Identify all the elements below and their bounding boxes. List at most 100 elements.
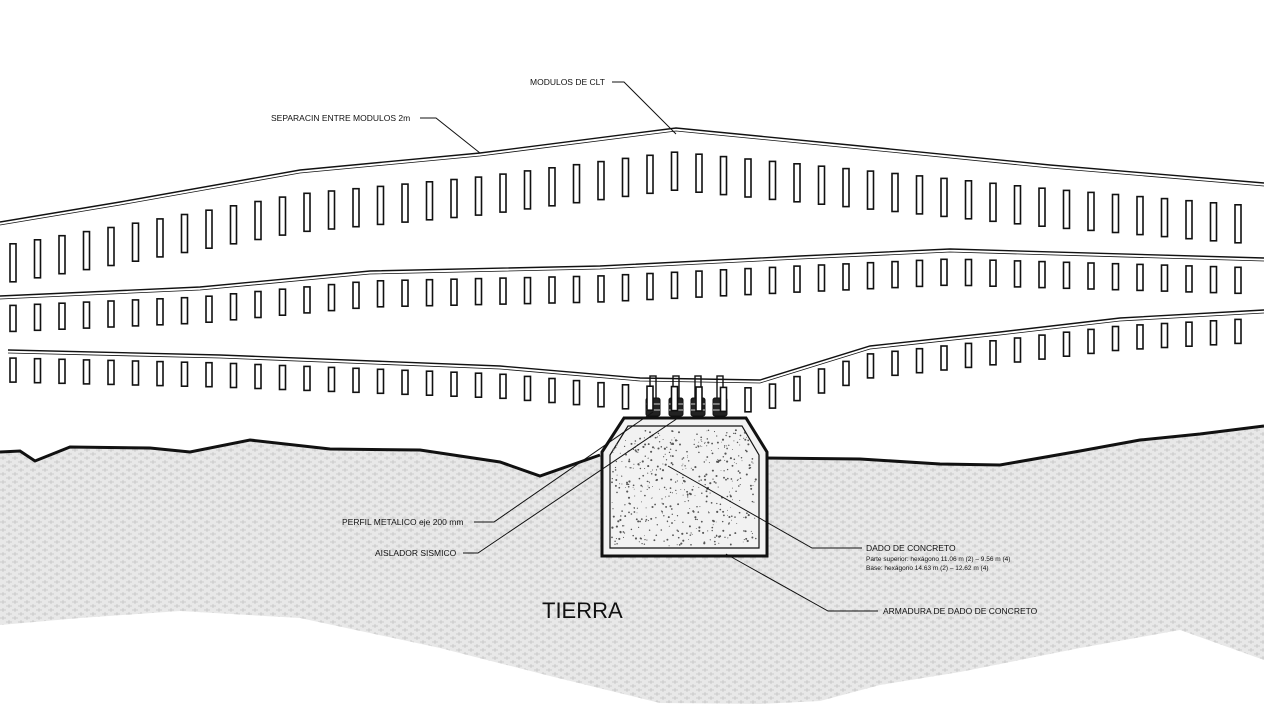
concrete-aggregate bbox=[693, 443, 695, 446]
concrete-aggregate bbox=[695, 528, 697, 530]
concrete-aggregate bbox=[665, 505, 668, 508]
concrete-aggregate bbox=[716, 441, 719, 444]
concrete-aggregate bbox=[648, 482, 650, 484]
clt-module bbox=[915, 259, 924, 288]
clt-module bbox=[58, 358, 66, 385]
concrete-aggregate bbox=[641, 460, 644, 463]
clt-module bbox=[572, 379, 581, 406]
concrete-aggregate bbox=[669, 448, 672, 450]
concrete-aggregate bbox=[687, 460, 690, 462]
concrete-aggregate bbox=[719, 459, 722, 462]
concrete-aggregate bbox=[660, 446, 663, 448]
concrete-aggregate bbox=[752, 462, 754, 464]
clt-module bbox=[33, 239, 42, 279]
clt-module bbox=[450, 278, 458, 307]
concrete-aggregate bbox=[751, 458, 754, 460]
concrete-aggregate bbox=[691, 488, 694, 491]
clt-module bbox=[1087, 328, 1095, 355]
concrete-aggregate bbox=[645, 507, 647, 509]
concrete-aggregate bbox=[729, 543, 732, 546]
concrete-aggregate bbox=[644, 443, 647, 446]
clt-module bbox=[548, 377, 556, 404]
concrete-aggregate bbox=[671, 513, 673, 515]
clt-module bbox=[1087, 191, 1095, 232]
concrete-aggregate bbox=[732, 499, 733, 501]
clt-module bbox=[646, 385, 654, 412]
concrete-aggregate bbox=[698, 486, 700, 488]
clt-top-edge bbox=[0, 248, 1264, 297]
concrete-aggregate bbox=[644, 535, 645, 537]
concrete-aggregate bbox=[675, 449, 677, 452]
concrete-aggregate bbox=[705, 495, 708, 498]
concrete-aggregate bbox=[660, 510, 662, 512]
concrete-aggregate bbox=[661, 510, 663, 513]
clt-module bbox=[33, 303, 42, 332]
concrete-aggregate bbox=[662, 456, 665, 458]
clt-module bbox=[597, 381, 605, 408]
concrete-aggregate bbox=[649, 431, 651, 434]
concrete-aggregate bbox=[752, 485, 754, 486]
concrete-aggregate bbox=[706, 430, 708, 432]
concrete-aggregate bbox=[619, 530, 622, 534]
concrete-aggregate bbox=[753, 501, 755, 503]
soil-fill bbox=[0, 426, 1264, 704]
concrete-aggregate bbox=[695, 446, 697, 448]
concrete-aggregate bbox=[698, 475, 701, 478]
concrete-aggregate bbox=[729, 491, 730, 493]
clt-module bbox=[646, 154, 654, 195]
clt-module bbox=[719, 268, 728, 297]
clt-module bbox=[523, 375, 532, 402]
clt-module bbox=[303, 192, 311, 233]
concrete-aggregate bbox=[682, 482, 683, 484]
clt-module bbox=[499, 277, 507, 305]
concrete-aggregate bbox=[746, 512, 748, 515]
concrete-aggregate bbox=[619, 518, 622, 522]
clt-module bbox=[474, 176, 483, 216]
concrete-aggregate bbox=[612, 452, 614, 453]
concrete-aggregate bbox=[618, 486, 621, 489]
leader-lines bbox=[420, 81, 878, 612]
concrete-aggregate bbox=[711, 452, 714, 455]
clt-module bbox=[793, 375, 801, 402]
concrete-aggregate bbox=[611, 481, 613, 484]
concrete-aggregate bbox=[651, 469, 654, 471]
concrete-aggregate bbox=[674, 481, 677, 483]
concrete-aggregate bbox=[638, 526, 640, 529]
concrete-aggregate bbox=[665, 459, 668, 461]
concrete-aggregate bbox=[676, 480, 678, 482]
concrete-aggregate bbox=[717, 460, 718, 462]
clt-module-rows bbox=[0, 127, 1264, 413]
clt-module bbox=[1136, 263, 1144, 292]
concrete-aggregate bbox=[644, 494, 646, 497]
concrete-aggregate bbox=[644, 538, 646, 541]
clt-module bbox=[646, 272, 654, 301]
concrete-aggregate bbox=[659, 488, 660, 490]
label-clt-modules: MODULOS DE CLT bbox=[530, 77, 605, 87]
concrete-aggregate bbox=[708, 462, 710, 464]
concrete-aggregate bbox=[661, 498, 663, 500]
concrete-aggregate bbox=[733, 432, 735, 435]
clt-module bbox=[842, 263, 850, 291]
clt-module bbox=[82, 230, 91, 271]
concrete-aggregate bbox=[739, 484, 741, 486]
concrete-aggregate bbox=[738, 511, 741, 514]
concrete-aggregate bbox=[739, 477, 742, 479]
concrete-aggregate bbox=[677, 503, 680, 506]
ground-surface-line bbox=[0, 438, 601, 478]
concrete-aggregate bbox=[669, 505, 672, 508]
concrete-aggregate bbox=[698, 451, 700, 454]
concrete-aggregate bbox=[728, 435, 731, 438]
clt-module bbox=[1013, 337, 1022, 363]
concrete-aggregate bbox=[687, 495, 689, 497]
concrete-aggregate bbox=[654, 503, 656, 506]
clt-module bbox=[376, 185, 385, 226]
leader-concrete-block bbox=[667, 465, 862, 549]
concrete-aggregate bbox=[614, 543, 616, 545]
concrete-aggregate bbox=[725, 478, 727, 481]
concrete-aggregate bbox=[625, 440, 627, 441]
clt-module bbox=[205, 209, 213, 249]
concrete-aggregate bbox=[699, 445, 701, 447]
clt-module bbox=[621, 273, 630, 302]
concrete-aggregate bbox=[645, 520, 647, 522]
